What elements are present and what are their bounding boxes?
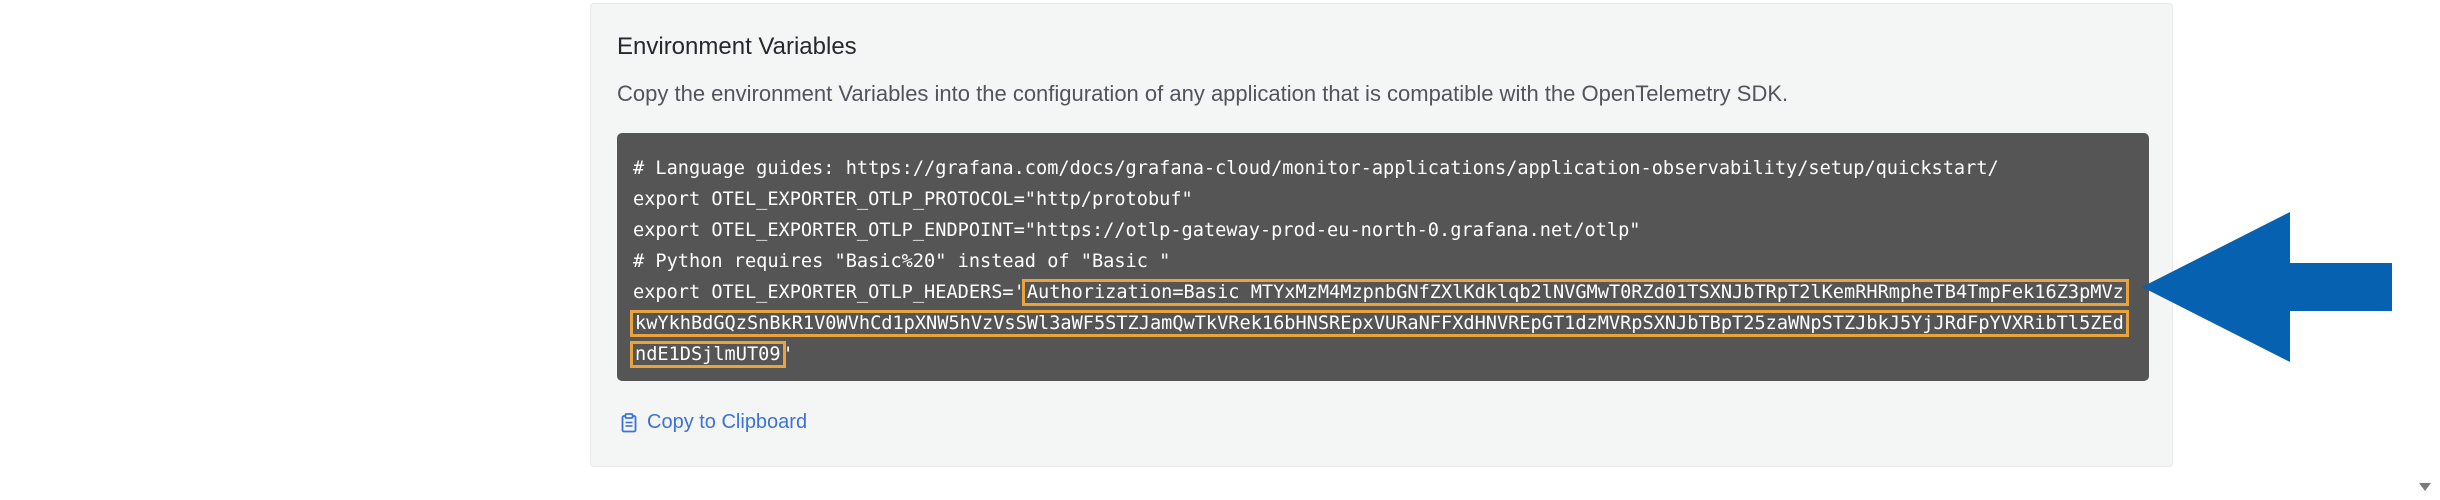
code-line-token-2: kwYkhBdGQzSnBkR1V0WVhCd1pXNW5hVzVsSWl3aW… — [630, 308, 2133, 339]
environment-variables-panel: Environment Variables Copy the environme… — [590, 3, 2173, 467]
headers-prefix: export OTEL_EXPORTER_OTLP_HEADERS=' — [633, 282, 1025, 303]
clipboard-icon — [621, 412, 637, 433]
headers-suffix: ' — [782, 344, 794, 365]
code-line-headers: export OTEL_EXPORTER_OTLP_HEADERS='Autho… — [633, 277, 2133, 308]
panel-description: Copy the environment Variables into the … — [617, 81, 1789, 106]
code-block[interactable]: # Language guides: https://grafana.com/d… — [617, 133, 2149, 381]
annotation-arrow-icon — [2142, 212, 2392, 367]
panel-title: Environment Variables — [617, 33, 857, 60]
code-line-comment-guides: # Language guides: https://grafana.com/d… — [633, 158, 1999, 179]
auth-token-highlight-2: kwYkhBdGQzSnBkR1V0WVhCd1pXNW5hVzVsSWl3aW… — [630, 310, 2129, 337]
auth-token-highlight-3: ndE1DSjlmUT09 — [630, 341, 786, 368]
code-line-comment-python: # Python requires "Basic%20" instead of … — [633, 251, 1171, 272]
scroll-down-icon[interactable] — [2418, 480, 2432, 498]
copy-to-clipboard-label: Copy to Clipboard — [647, 411, 808, 433]
code-line-protocol: export OTEL_EXPORTER_OTLP_PROTOCOL="http… — [633, 189, 1193, 210]
auth-token-highlight-1: Authorization=Basic MTYxMzM4MzpnbGNfZXlK… — [1021, 279, 2129, 306]
code-line-token-3: ndE1DSjlmUT09' — [630, 339, 2133, 370]
copy-to-clipboard-button[interactable]: Copy to Clipboard — [621, 411, 807, 434]
code-line-endpoint: export OTEL_EXPORTER_OTLP_ENDPOINT="http… — [633, 220, 1641, 241]
